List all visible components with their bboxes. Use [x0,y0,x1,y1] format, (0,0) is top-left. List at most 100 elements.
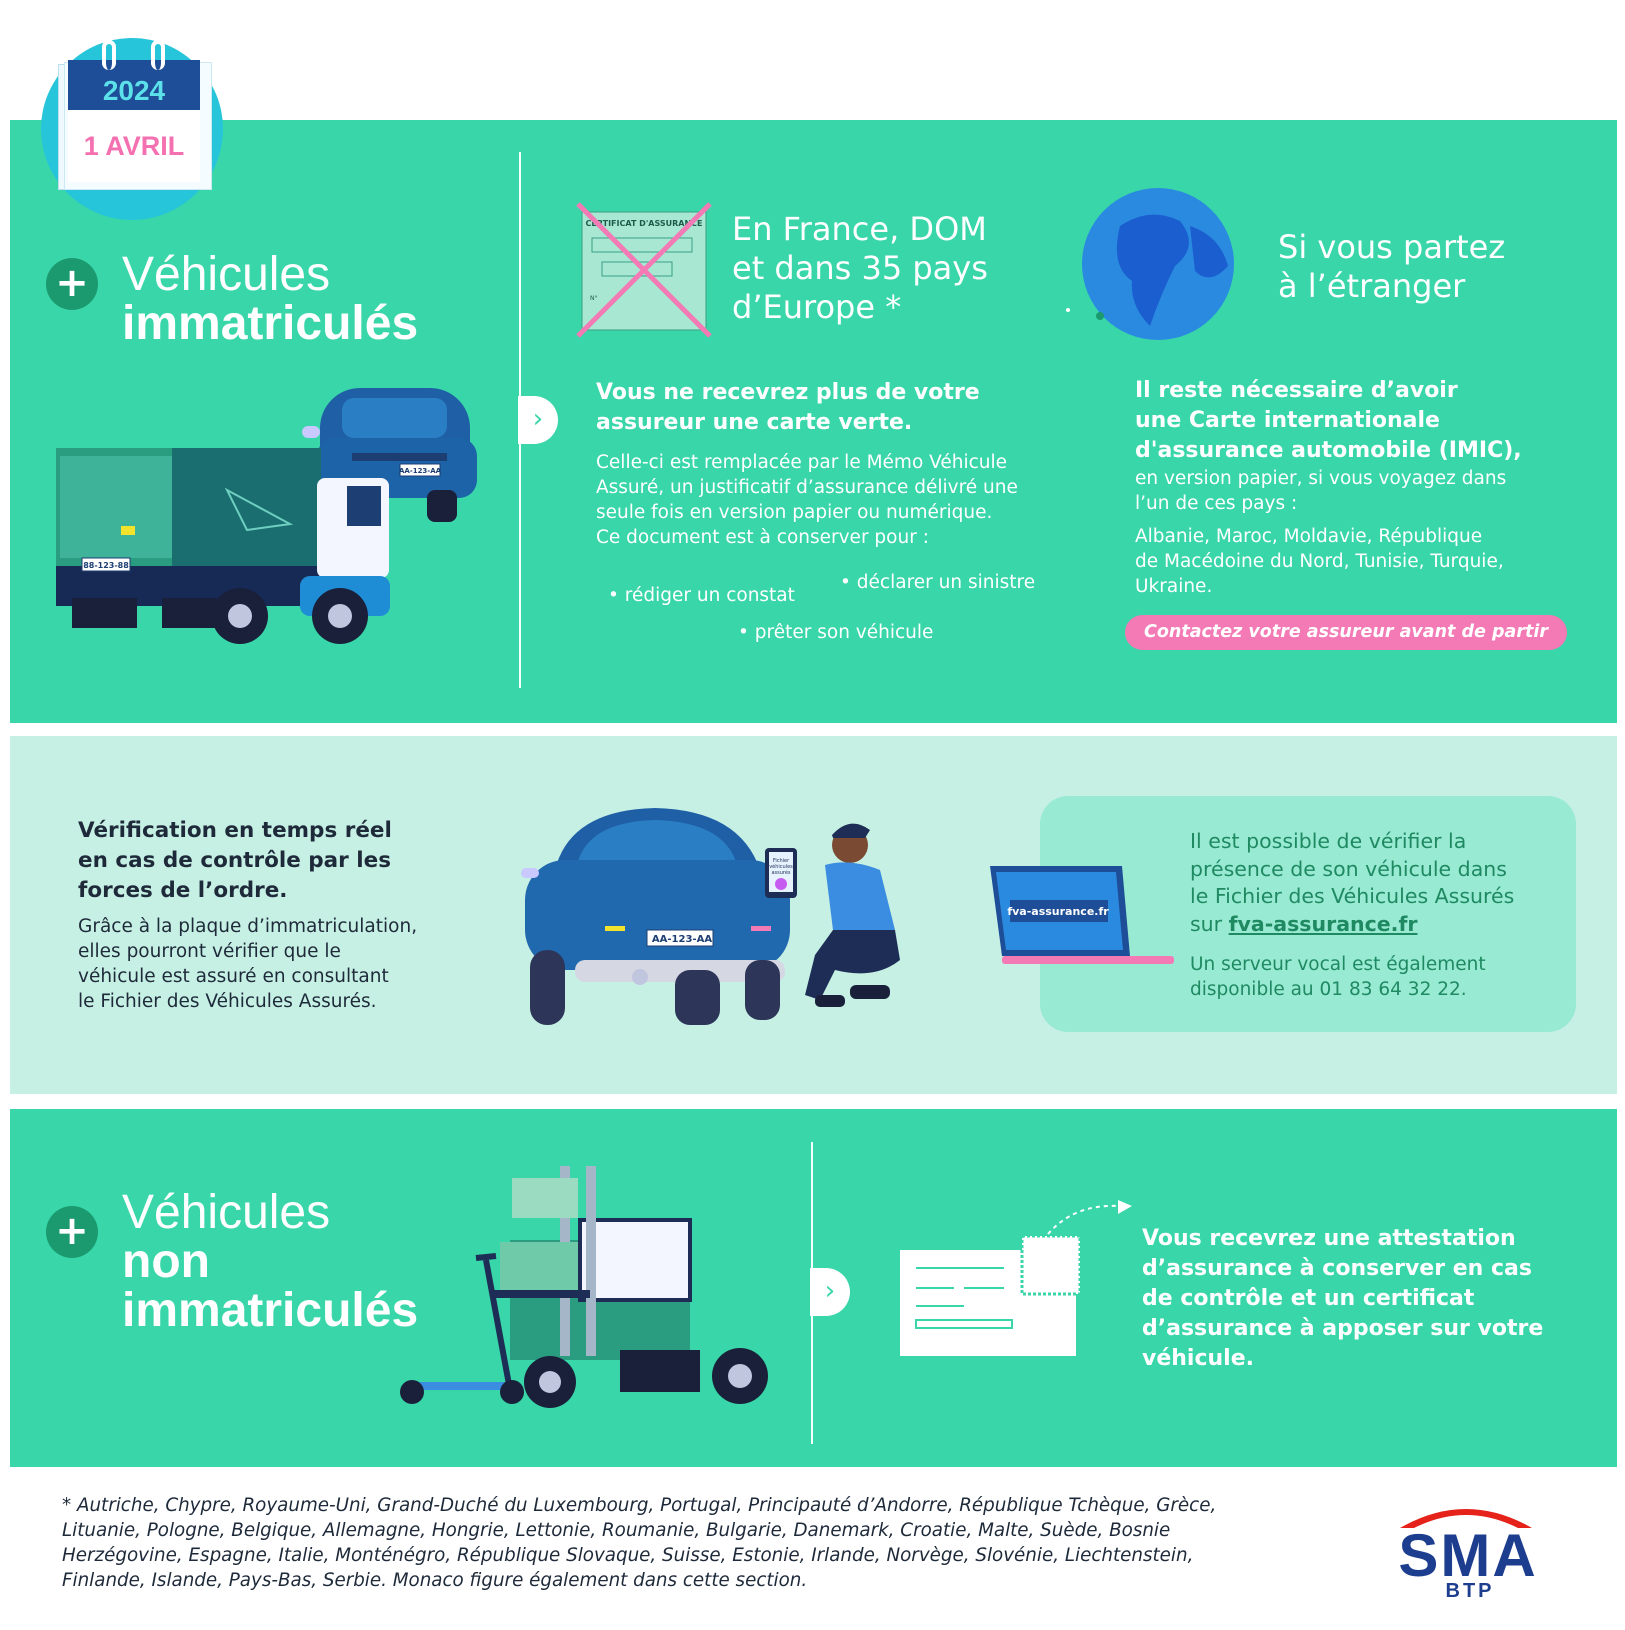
attestation-line: de contrôle et un certificat [1142,1286,1475,1311]
verification-body-line: elles pourront vérifier que le [78,941,341,962]
forklift-icon [490,1166,768,1408]
footnote-line: Herzégovine, Espagne, Italie, Monténégro… [62,1545,1194,1566]
country-footnote: * Autriche, Chypre, Royaume-Uni, Grand-D… [62,1493,1347,1593]
section1-title: Véhicules immatriculés [122,250,418,348]
description-line: Assuré, un justificatif d’assurance déli… [596,477,1018,498]
tablet-text: assurés [771,869,790,876]
imic-line: d'assurance automobile (IMIC), [1135,438,1522,463]
truck-and-car-illustration: AA-123-AA 88-123-88 [56,388,477,644]
phone-line: Un serveur vocal est également [1190,954,1486,975]
imic-line: une Carte internationale [1135,408,1440,433]
certificate-label: CERTIFICAT D'ASSURANCE [585,219,702,228]
fva-line: le Fichier des Véhicules Assurés [1190,884,1515,908]
phone-info: Un serveur vocal est également disponibl… [1190,952,1486,1002]
chevron-right-icon[interactable]: › [518,396,558,444]
memo-description: Celle-ci est remplacée par le Mémo Véhic… [596,450,1018,550]
imic-countries: Albanie, Maroc, Moldavie, République de … [1135,524,1504,599]
abroad-heading: Si vous partez à l’étranger [1278,228,1505,306]
description-line: Ce document est à conserver pour : [596,527,929,548]
fva-prefix: sur [1190,911,1229,936]
plus-icon: + [46,258,98,310]
green-card-statement: Vous ne recevrez plus de votre assureur … [596,378,980,438]
plus-icon: + [46,1206,98,1258]
car-plate: AA-123-AA [399,467,442,475]
documents-icon [900,1200,1132,1356]
attestation-line: d’assurance à conserver en cas [1142,1256,1532,1281]
abroad-heading-line: Si vous partez [1278,228,1506,266]
description-line: Celle-ci est remplacée par le Mémo Véhic… [596,452,1008,473]
sma-logo: SMA [1398,1522,1538,1589]
france-heading-line: et dans 35 pays [732,249,988,287]
police-officer-icon: Fichier véhicules assurés [765,823,900,1007]
logo-arc-icon [1400,1509,1532,1528]
fva-text: Il est possible de vérifier la présence … [1190,828,1514,938]
countries-line: de Macédoine du Nord, Tunisie, Turquie, [1135,551,1504,572]
police-car-plate: AA-123-AA [652,934,712,945]
attestation-line: d’assurance à apposer sur votre [1142,1316,1544,1341]
bullet-lend: • prêter son véhicule [738,622,934,643]
calendar-date: 1 AVRIL [68,110,200,182]
footnote-line: Lituanie, Pologne, Belgique, Allemagne, … [62,1520,1171,1541]
fva-line: Il est possible de vérifier la [1190,829,1467,853]
truck-icon [56,448,390,644]
verification-body-line: le Fichier des Véhicules Assurés. [78,991,377,1012]
tablet-text: véhicules [769,863,793,870]
imic-body: en version papier, si vous voyagez dans … [1135,466,1506,516]
countries-line: Ukraine. [1135,576,1213,597]
forklift-and-scooter-illustration [400,1166,768,1408]
laptop-url: fva-assurance.fr [1007,905,1109,918]
footnote-line: Finlande, Islande, Pays-Bas, Serbie. Mon… [62,1570,808,1591]
crossed-certificate-icon: CERTIFICAT D'ASSURANCE N° [576,202,712,338]
imic-body-line: en version papier, si vous voyagez dans [1135,468,1507,489]
statement-line: assureur une carte verte. [596,410,913,435]
fva-link-line: sur fva-assurance.fr [1190,911,1514,939]
bullet-constat: • rédiger un constat [608,585,795,606]
verification-heading-line: Vérification en temps réel [78,818,392,843]
police-car-icon [521,808,790,1025]
france-heading: En France, DOM et dans 35 pays d’Europe … [732,210,988,327]
imic-statement: Il reste nécessaire d’avoir une Carte in… [1135,376,1522,466]
verification-heading-line: en cas de contrôle par les [78,848,392,873]
imic-body-line: l’un de ces pays : [1135,493,1298,514]
section1-title-bold: immatriculés [122,297,419,350]
fva-link[interactable]: fva-assurance.fr [1228,911,1418,936]
footnote-line: * Autriche, Chypre, Royaume-Uni, Grand-D… [62,1495,1217,1516]
chevron-right-icon[interactable]: › [810,1268,850,1316]
france-heading-line: d’Europe * [732,288,902,326]
fva-line: présence de son véhicule dans [1190,856,1507,881]
section3-title-light: Véhicules [122,1186,331,1239]
calendar-ring-icon [151,40,165,70]
phone-line: disponible au 01 83 64 32 22. [1190,979,1467,1000]
globe-icon [1066,188,1234,340]
btp-logo: BTP [1445,1580,1495,1602]
section3-title: Véhicules non immatriculés [122,1188,418,1335]
verification-body: Grâce à la plaque d’immatriculation, ell… [78,914,417,1014]
scooter-icon [400,1253,524,1404]
countries-line: Albanie, Maroc, Moldavie, République [1135,526,1483,547]
truck-plate: 88-123-88 [83,561,129,570]
statement-line: Vous ne recevrez plus de votre [596,380,980,405]
laptop-icon: fva-assurance.fr [990,866,1174,964]
contact-insurer-badge[interactable]: Contactez votre assureur avant de partir [1125,615,1567,650]
verification-heading: Vérification en temps réel en cas de con… [78,816,392,906]
fva-info-card [1040,796,1576,1032]
police-check-illustration: AA-123-AA Fichier véhicules assurés [521,808,900,1025]
calendar-ring-icon [102,40,116,70]
verification-body-line: véhicule est assuré en consultant [78,966,389,987]
section3-title-bold1: non [122,1235,210,1288]
france-heading-line: En France, DOM [732,210,987,248]
section1-title-light: Véhicules [122,248,331,301]
attestation-line: Vous recevrez une attestation [1142,1226,1516,1251]
attestation-text: Vous recevrez une attestation d’assuranc… [1142,1224,1543,1374]
attestation-line: véhicule. [1142,1346,1254,1371]
imic-line: Il reste nécessaire d’avoir [1135,378,1458,403]
verification-body-line: Grâce à la plaque d’immatriculation, [78,916,418,937]
section3-title-bold2: immatriculés [122,1284,419,1337]
tablet-text: Fichier [773,858,790,864]
calendar-year: 2024 [68,60,200,110]
certificate-number-label: N° [590,295,598,302]
description-line: seule fois en version papier ou numériqu… [596,502,993,523]
abroad-heading-line: à l’étranger [1278,267,1466,305]
verification-heading-line: forces de l’ordre. [78,878,288,903]
bullet-declare: • déclarer un sinistre [840,572,1036,593]
